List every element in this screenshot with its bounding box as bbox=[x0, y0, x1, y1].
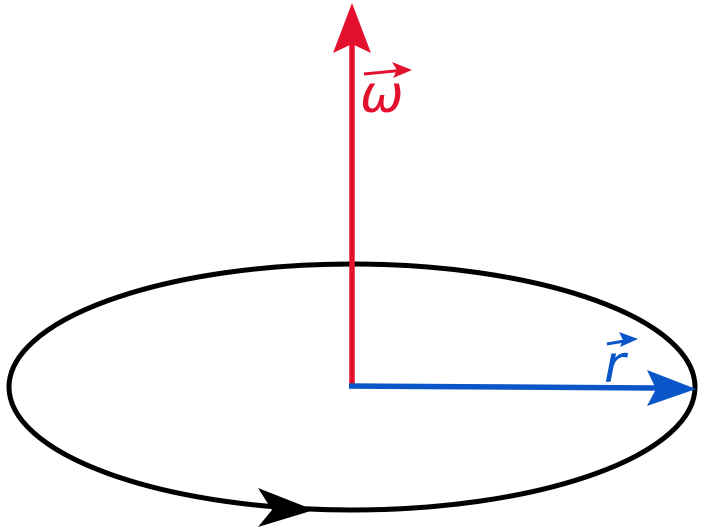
r-label: r bbox=[604, 335, 629, 395]
omega-label-arrowhead bbox=[392, 62, 412, 78]
orbit-direction-arrowhead bbox=[258, 488, 314, 527]
r-vector-shaft bbox=[348, 383, 661, 391]
omega-vector-arrowhead bbox=[333, 3, 371, 53]
omega-label: ω bbox=[360, 65, 404, 125]
r-label-arrowhead bbox=[619, 332, 638, 347]
r-vector-arrowhead bbox=[647, 370, 696, 406]
